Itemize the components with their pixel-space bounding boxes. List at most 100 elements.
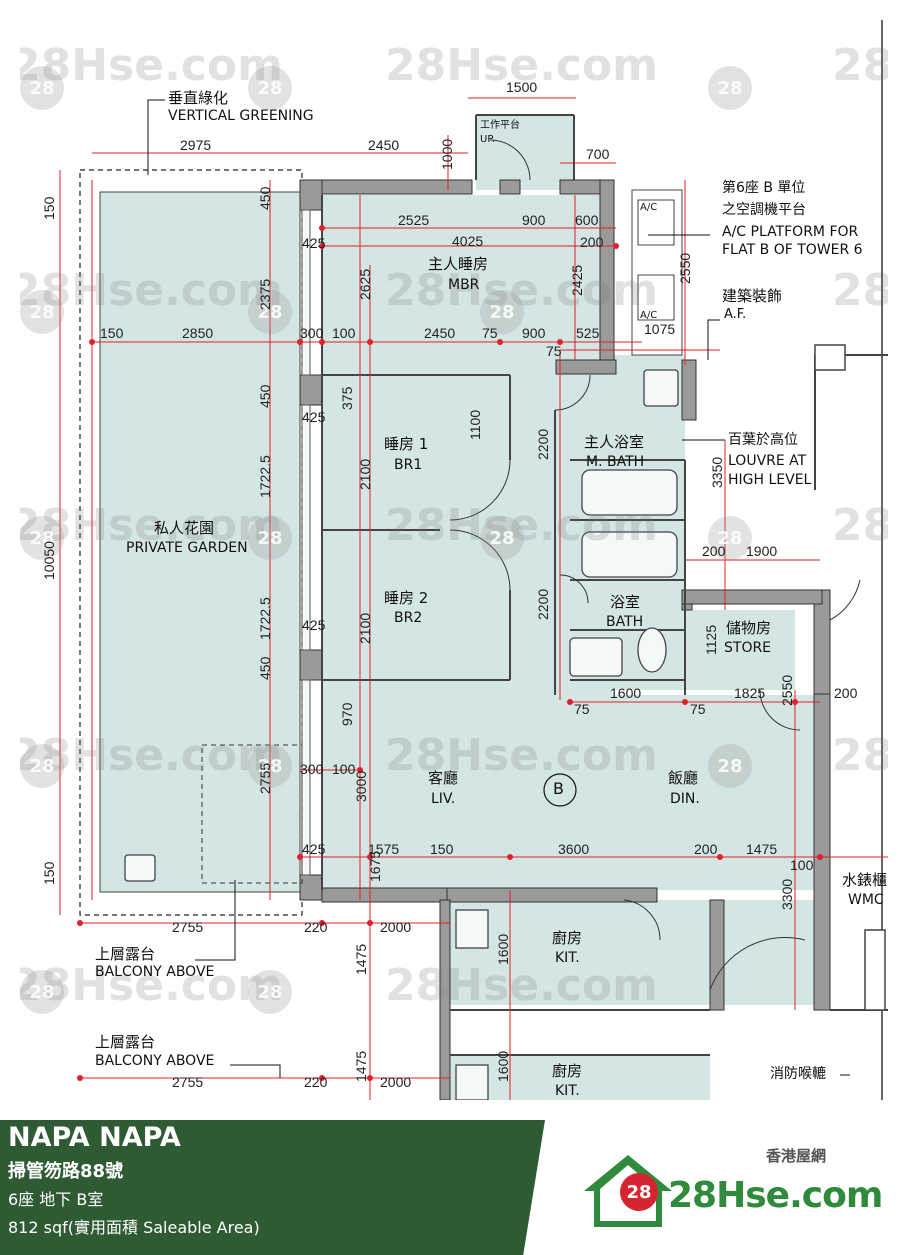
- footer-info-panel: [0, 1120, 545, 1255]
- watermark-badge: 28: [480, 516, 524, 560]
- room-mbr-en: MBR: [448, 277, 480, 293]
- room-bath-zh: 浴室: [610, 593, 641, 611]
- dim-label: 75: [482, 325, 498, 341]
- annotation-louvre-en1: LOUVRE AT: [728, 453, 807, 469]
- watermark-badge: 28: [20, 516, 64, 560]
- dim-label: 2450: [424, 325, 456, 341]
- dim-label: 700: [586, 146, 610, 162]
- dim-label: 300: [300, 325, 324, 341]
- dim-label: 2525: [398, 212, 430, 228]
- dim-label: 2450: [368, 137, 400, 153]
- watermark-text: 28Hse.com: [20, 960, 283, 1011]
- watermark-text: 28Hse.com: [385, 500, 658, 551]
- dim-label: 200: [702, 543, 726, 559]
- watermark-text: 28Hse.com: [20, 730, 283, 781]
- annotation-balcony1-en: BALCONY ABOVE: [95, 964, 215, 980]
- dim-label: 2100: [357, 612, 373, 644]
- annotation-balcony2-zh: 上層露台: [95, 1033, 156, 1051]
- dim-label: 3350: [709, 456, 725, 488]
- watermark-text: 28Hse.com: [832, 730, 888, 781]
- annotation-ac-tag2: A/C: [640, 310, 658, 321]
- room-din-en: DIN.: [670, 791, 700, 807]
- dim-label: 100: [790, 857, 814, 873]
- dim-label: 1475: [353, 943, 369, 975]
- room-kit1-en: KIT.: [555, 950, 580, 966]
- annotation-balcony1-zh: 上層露台: [95, 945, 156, 963]
- brand-badge: 28: [620, 1173, 658, 1211]
- floor-plan-drawing: [59, 20, 888, 1100]
- room-din-zh: 飯廳: [668, 769, 699, 787]
- dim-label: 425: [302, 409, 326, 425]
- annotation-ac-en1: A/C PLATFORM FOR: [722, 224, 859, 240]
- dim-label: 150: [100, 325, 124, 341]
- room-garden-en: PRIVATE GARDEN: [126, 540, 248, 556]
- dim-label: 200: [834, 685, 858, 701]
- brand-zh: 香港屋網: [766, 1147, 827, 1165]
- watermark-badge: 28: [20, 970, 64, 1014]
- dim-label: 1125: [703, 624, 719, 655]
- dim-label: 1675: [367, 850, 383, 882]
- room-up-en: UP.: [480, 134, 495, 145]
- room-bath-en: BATH: [606, 614, 644, 630]
- dim-label: 100: [332, 761, 356, 777]
- watermark-badge: 28: [480, 290, 524, 334]
- property-unit: 6座 地下 B室: [8, 1190, 104, 1209]
- watermark-text: 28Hse.com: [832, 40, 888, 91]
- dim-label: 150: [41, 861, 57, 885]
- dim-label: 1475: [353, 1050, 369, 1082]
- dim-label: 450: [257, 384, 273, 408]
- dim-label: 2200: [535, 428, 551, 460]
- dim-label: 1075: [644, 321, 676, 337]
- watermark-badge: 28: [248, 290, 292, 334]
- dim-label: 970: [339, 702, 355, 726]
- dim-label: 425: [302, 841, 326, 857]
- dim-label: 1600: [495, 933, 511, 965]
- dim-label: 2375: [257, 278, 273, 310]
- watermark-text: 28Hse.com: [832, 500, 888, 551]
- dim-label: 450: [257, 186, 273, 210]
- brand-logo[interactable]: 香港屋網 28 28Hse.com: [580, 1145, 883, 1240]
- watermark-text: 28Hse.com: [20, 500, 283, 551]
- dim-label: 4025: [452, 233, 484, 249]
- annotation-ac-en2: FLAT B OF TOWER 6: [722, 242, 863, 258]
- dim-label: 450: [257, 656, 273, 680]
- dim-label: 2100: [357, 458, 373, 490]
- dim-label: 2425: [569, 264, 585, 296]
- dim-label: 2755: [172, 1074, 204, 1090]
- room-br1-zh: 睡房 1: [384, 435, 429, 453]
- dim-label: 600: [575, 212, 599, 228]
- dim-label: 1475: [746, 841, 778, 857]
- dim-label: 1575: [368, 841, 400, 857]
- room-wmc-en: WMC: [848, 892, 884, 908]
- annotation-greening-en: VERTICAL GREENING: [168, 108, 314, 124]
- dim-label: 2755: [257, 762, 273, 794]
- room-mbath-en: M. BATH: [586, 454, 645, 470]
- watermark-badge: 28: [20, 290, 64, 334]
- watermark-text: 28Hse.com: [20, 265, 283, 316]
- watermark-badge: 28: [20, 66, 64, 110]
- room-mbr-zh: 主人睡房: [428, 255, 489, 273]
- watermark-badge: 28: [708, 516, 752, 560]
- room-liv-zh: 客廳: [428, 769, 459, 787]
- room-mbath-zh: 主人浴室: [584, 433, 645, 451]
- dim-label: 1600: [610, 685, 642, 701]
- dim-label: 75: [574, 701, 590, 717]
- dim-label: 2975: [180, 137, 212, 153]
- dim-label: 1500: [506, 79, 538, 95]
- annotation-ac-zh1: 第6座 B 單位: [722, 180, 806, 196]
- floor-plan: 28Hse.com 28Hse.com 28Hse.com 28Hse.com …: [20, 20, 888, 1100]
- dim-label: 2550: [677, 252, 693, 284]
- watermark-text: 28Hse.com: [20, 40, 283, 91]
- annotation-louvre-en2: HIGH LEVEL: [728, 472, 812, 488]
- dim-label: 1722.5: [257, 597, 273, 640]
- dim-label: 1825: [734, 685, 766, 701]
- watermark-text: 28Hse.com: [832, 265, 888, 316]
- dim-label: 2000: [380, 919, 412, 935]
- dim-label: 220: [304, 919, 328, 935]
- dim-label: 3600: [558, 841, 590, 857]
- dim-label: 1600: [495, 1050, 511, 1082]
- annotation-af-zh: 建築裝飾: [722, 287, 783, 305]
- dim-label: 10050: [41, 541, 57, 580]
- dim-label: 1100: [467, 409, 483, 440]
- room-store-zh: 儲物房: [726, 619, 772, 637]
